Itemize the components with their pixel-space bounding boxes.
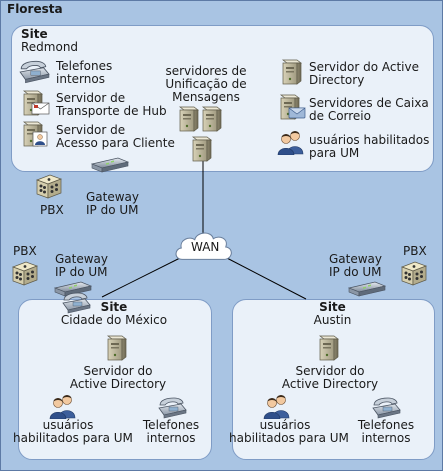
phone-icon <box>157 396 187 420</box>
gateway-icon <box>347 280 387 298</box>
pbx-icon <box>34 172 64 200</box>
users-icon <box>277 129 305 155</box>
mexico-pbx-label: PBX <box>13 244 37 258</box>
redmond-pbx-label: PBX <box>40 203 64 217</box>
mexico-site-label: Site <box>100 300 128 314</box>
austin-site-label: Site <box>319 300 346 314</box>
um-server-icon <box>190 135 212 163</box>
phone-icon <box>18 59 50 85</box>
site-redmond <box>11 25 434 172</box>
site-austin <box>232 299 435 460</box>
pbx-icon <box>10 259 40 287</box>
hub-server-icon <box>21 89 51 117</box>
users-icon <box>263 393 291 419</box>
ad-server-icon <box>280 58 302 86</box>
um-server-icon <box>200 105 222 133</box>
austin-pbx-label: PBX <box>403 244 427 258</box>
ad-server-icon <box>317 334 339 362</box>
site-mexico <box>18 299 212 460</box>
forest-title: Floresta <box>7 2 63 16</box>
client-access-server-icon <box>21 120 51 148</box>
austin-site-name: Austin <box>313 313 352 327</box>
mailbox-server-icon <box>278 93 308 121</box>
gateway-icon <box>90 156 130 174</box>
mexico-site-name: Cidade do México <box>60 313 168 327</box>
um-server-icon <box>177 105 199 133</box>
redmond-site-name: Redmond <box>21 40 79 54</box>
users-icon <box>49 393 77 419</box>
redmond-site-label: Site <box>21 27 48 41</box>
pbx-icon <box>399 259 429 287</box>
phone-icon <box>371 396 401 420</box>
wan-label: WAN <box>191 240 220 254</box>
ad-server-icon <box>105 334 127 362</box>
